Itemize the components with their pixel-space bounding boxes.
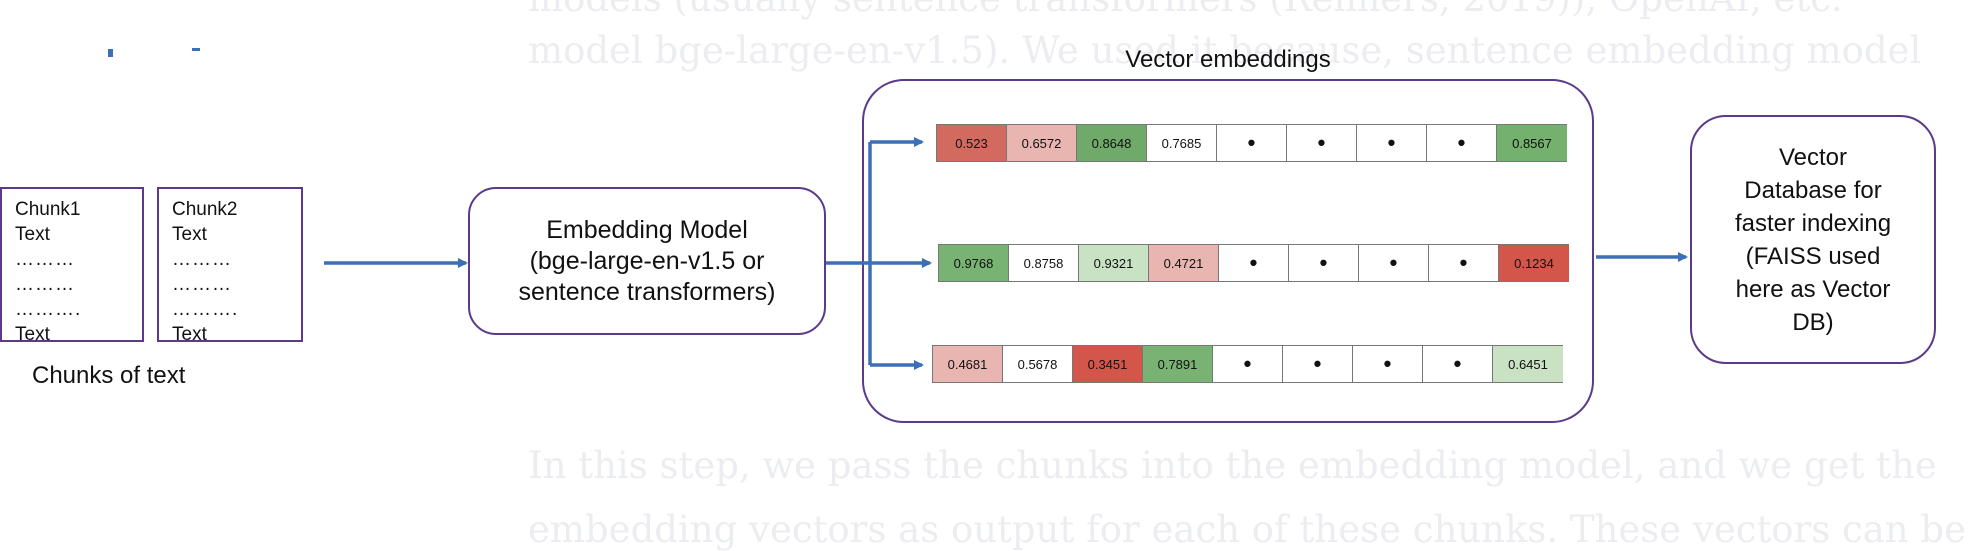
vector-cell: 0.523 bbox=[937, 125, 1007, 161]
vector-cell: 0.8648 bbox=[1077, 125, 1147, 161]
heading-fragment-mark bbox=[108, 49, 113, 57]
vector-db-line: Database for bbox=[1744, 176, 1882, 204]
vector-embeddings-container bbox=[862, 79, 1594, 423]
vector-cell: • bbox=[1219, 245, 1289, 281]
chunk-text: Text bbox=[15, 324, 50, 345]
vector-cell: • bbox=[1429, 245, 1499, 281]
vector-cell: 0.6572 bbox=[1007, 125, 1077, 161]
vector-cell: • bbox=[1359, 245, 1429, 281]
vector-db-line: faster indexing bbox=[1734, 209, 1892, 237]
chunk-dots: ……… bbox=[172, 249, 232, 270]
chunk-title: Chunk2 bbox=[172, 199, 238, 220]
chunk-title: Chunk1 bbox=[15, 199, 81, 220]
vector-cell: • bbox=[1357, 125, 1427, 161]
background-text-bottom-1: In this step, we pass the chunks into th… bbox=[528, 444, 1937, 487]
chunk-text: Text bbox=[15, 224, 50, 245]
vector-cell: 0.8567 bbox=[1497, 125, 1567, 161]
chunk-dots: ………. bbox=[15, 299, 82, 320]
vector-cell: • bbox=[1283, 346, 1353, 382]
background-text-top-2: model bge-large-en-v1.5). We used it bec… bbox=[528, 29, 1922, 72]
embedding-model-box: Embedding Model (bge-large-en-v1.5 or se… bbox=[468, 187, 826, 335]
vector-cell: 0.8758 bbox=[1009, 245, 1079, 281]
vector-cell: • bbox=[1427, 125, 1497, 161]
heading-fragment-mark bbox=[192, 48, 200, 51]
embedding-model-line: Embedding Model bbox=[546, 215, 748, 244]
chunk-dots: ……… bbox=[172, 274, 232, 295]
vector-db-line: DB) bbox=[1792, 308, 1834, 336]
vector-cell: 0.4721 bbox=[1149, 245, 1219, 281]
chunk-dots: ……… bbox=[15, 249, 75, 270]
chunk-box-1: Chunk1 Text ……… ……… ………. Text bbox=[0, 187, 144, 345]
vector-db-line: Vector bbox=[1778, 143, 1848, 171]
vector-cell: • bbox=[1289, 245, 1359, 281]
vector-cell: 0.7685 bbox=[1147, 125, 1217, 161]
chunks-caption: Chunks of text bbox=[32, 362, 186, 389]
vector-cell: 0.9768 bbox=[939, 245, 1009, 281]
chunk-text: Text bbox=[172, 324, 207, 345]
vector-cell: 0.9321 bbox=[1079, 245, 1149, 281]
vector-cell: 0.4681 bbox=[933, 346, 1003, 382]
vector-cell: • bbox=[1217, 125, 1287, 161]
vector-cell: 0.1234 bbox=[1499, 245, 1569, 281]
vector-cell: 0.5678 bbox=[1003, 346, 1073, 382]
vector-cell: • bbox=[1213, 346, 1283, 382]
background-text-top-1: models (usually sentence transformers (R… bbox=[528, 0, 1843, 17]
vector-cell: 0.6451 bbox=[1493, 346, 1563, 382]
vector-embeddings-title: Vector embeddings bbox=[1125, 46, 1331, 73]
vector-database-box: Vector Database for faster indexing (FAI… bbox=[1690, 115, 1936, 364]
embedding-model-line: (bge-large-en-v1.5 or bbox=[529, 246, 765, 275]
vector-cell: • bbox=[1423, 346, 1493, 382]
chunk-dots: ……… bbox=[15, 274, 75, 295]
vector-db-line: here as Vector bbox=[1735, 275, 1891, 303]
vector-cell: • bbox=[1353, 346, 1423, 382]
chunk-box-2: Chunk2 Text ……… ……… ………. Text bbox=[157, 187, 303, 345]
chunk-text: Text bbox=[172, 224, 207, 245]
vector-cell: 0.7891 bbox=[1143, 346, 1213, 382]
chunk-dots: ………. bbox=[172, 299, 239, 320]
vector-cell: • bbox=[1287, 125, 1357, 161]
vector-cell: 0.3451 bbox=[1073, 346, 1143, 382]
vector-db-line: (FAISS used bbox=[1745, 242, 1881, 270]
embedding-model-line: sentence transformers) bbox=[518, 277, 776, 306]
